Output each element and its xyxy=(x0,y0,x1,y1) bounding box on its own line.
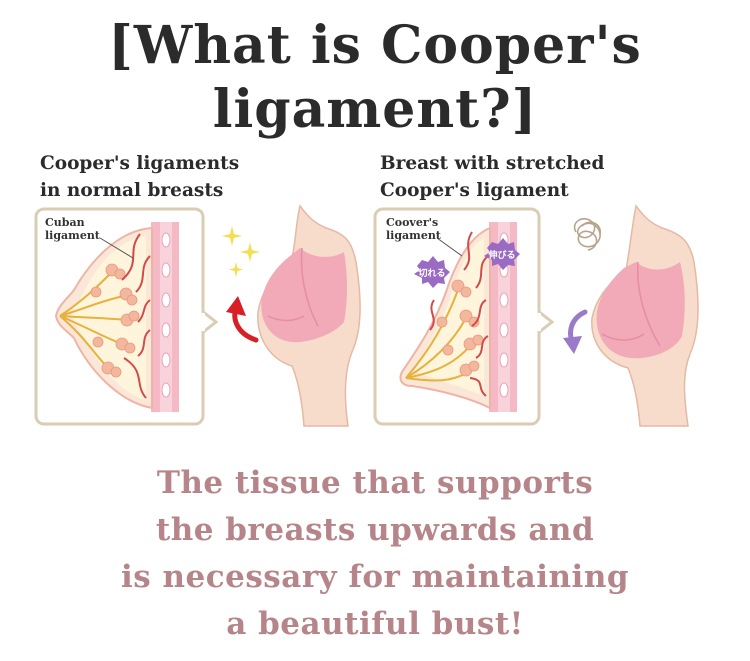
right-callout-line-1: Coover's xyxy=(386,216,438,229)
left-callout-line-2: ligament xyxy=(45,229,101,242)
left-callout-line-1: Cuban xyxy=(45,216,85,229)
badge-right: 伸びる xyxy=(484,238,520,270)
left-heading-line-1: Cooper's ligaments xyxy=(40,153,240,174)
right-body-illustration xyxy=(591,204,699,427)
badge-left-text: 切れる xyxy=(418,268,445,279)
tagline-line-1: The tissue that supports xyxy=(156,465,594,501)
right-heading-line-1: Breast with stretched xyxy=(380,153,605,174)
left-panel-heading: Cooper's ligaments in normal breasts xyxy=(40,150,239,204)
tagline-line-3: is necessary for maintaining xyxy=(120,559,630,595)
left-body-illustration xyxy=(257,204,361,427)
right-cross-section-box: 切れる 伸びる Coover's ligament xyxy=(373,207,555,426)
tagline: The tissue that supports the breasts upw… xyxy=(0,460,750,648)
page-title: [What is Cooper's ligament?] xyxy=(0,14,750,142)
arrow-down-icon xyxy=(563,309,588,354)
tangled-scribble-icon xyxy=(573,217,601,251)
arrow-up-icon xyxy=(226,296,259,343)
right-callout-line-2: ligament xyxy=(386,229,442,242)
title-line-2: ligament?] xyxy=(212,79,538,140)
badge-right-text: 伸びる xyxy=(487,249,515,261)
title-line-1: [What is Cooper's xyxy=(108,15,642,76)
badge-left: 切れる xyxy=(414,256,450,288)
sparkle-icon xyxy=(222,226,260,277)
left-cross-section-box: Cuban ligament xyxy=(34,207,219,426)
right-heading-line-2: Cooper's ligament xyxy=(380,180,569,201)
right-panel-heading: Breast with stretched Cooper's ligament xyxy=(380,150,604,204)
left-heading-line-2: in normal breasts xyxy=(40,180,224,201)
tagline-line-4: a beautiful bust! xyxy=(226,606,524,642)
tagline-line-2: the breasts upwards and xyxy=(155,512,595,548)
